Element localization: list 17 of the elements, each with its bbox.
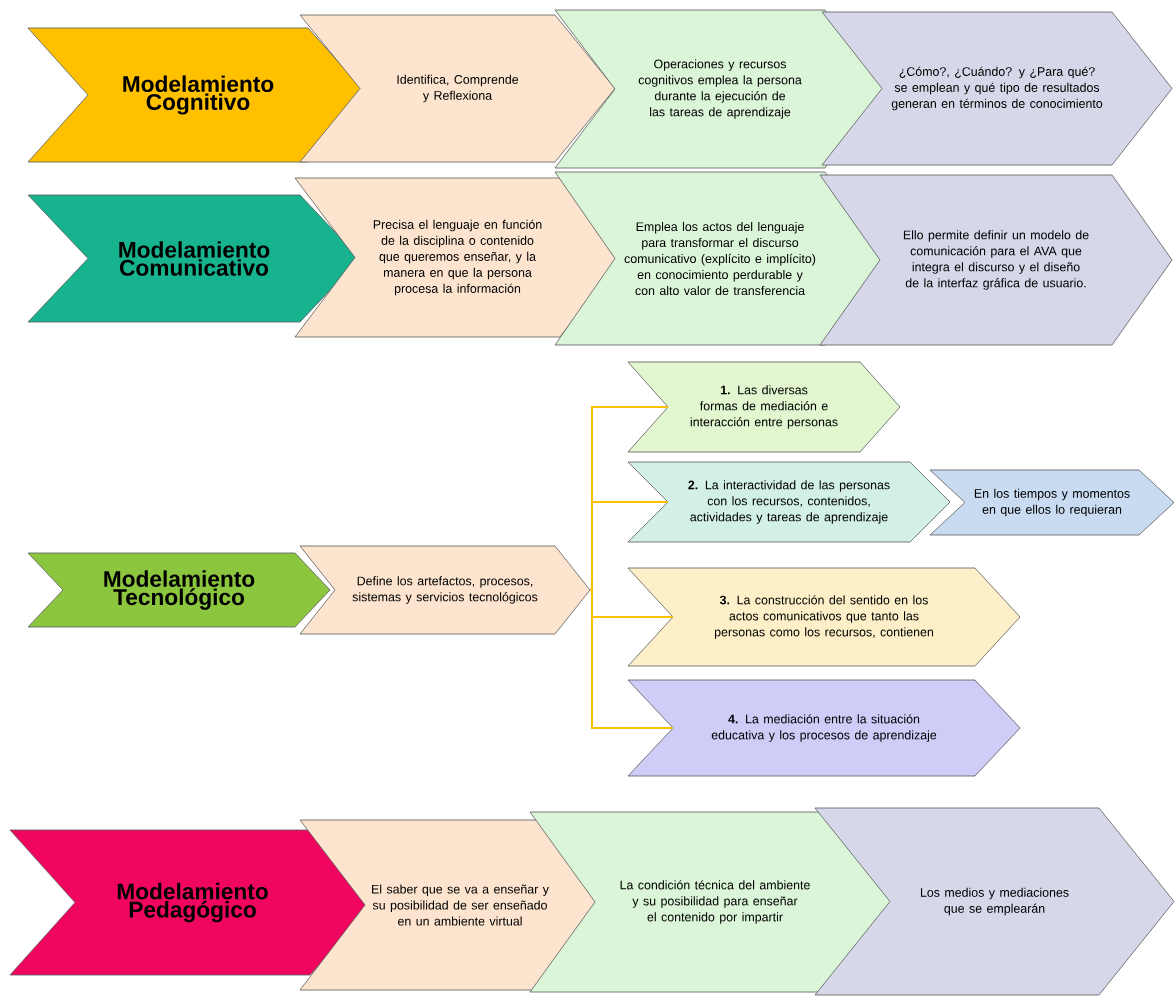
- heading-step: Modelamiento Tecnológico: [27, 552, 331, 628]
- process-step: 1. Las diversas formas de mediación e interacción entre personas: [627, 361, 901, 453]
- process-step: Ello permite definir un modelo de comunicación para el AVA que integra el discurso y el diseño de la interfaz gráfica de usuario.: [819, 174, 1173, 346]
- process-step: Operaciones y recursos cognitivos emplea la persona durante la ejecución de las tareas de aprendizaje: [554, 9, 886, 169]
- heading-step: Modelamiento Cognitivo: [27, 27, 369, 163]
- process-step: Identifica, Comprende y Reflexiona: [299, 14, 616, 163]
- process-step: Los medios y mediaciones que se emplearán: [814, 807, 1175, 996]
- process-step: 2. La interactividad de las personas con los recursos, contenidos, actividades y tareas de aprendizaje: [627, 461, 951, 543]
- process-step: Emplea los actos del lenguaje para transformar el discurso comunicativo (explícito e implícito) en conocimiento perdurable y con alto valor de transferencia: [554, 171, 886, 346]
- process-step: 4. La mediación entre la situación educativa y los procesos de aprendizaje: [627, 679, 1021, 777]
- process-step: Precisa el lenguaje en función de la disciplina o contenido que queremos enseñar, y la manera en que la persona procesa la información: [294, 177, 621, 338]
- process-step: ¿Cómo?, ¿Cuándo? y ¿Para qué? se emplean y qué tipo de resultados generan en términos de conocimiento: [821, 11, 1173, 166]
- process-step: 3. La construcción del sentido en los actos comunicativos que tanto las personas como los recursos, contienen: [627, 567, 1021, 667]
- connector-line: [589, 589, 674, 729]
- heading-step: Modelamiento Comunicativo: [27, 194, 361, 323]
- process-step: Define los artefactos, procesos, sistemas y servicios tecnológicos: [299, 545, 591, 635]
- process-step: En los tiempos y momentos en que ellos lo requieran: [929, 469, 1175, 536]
